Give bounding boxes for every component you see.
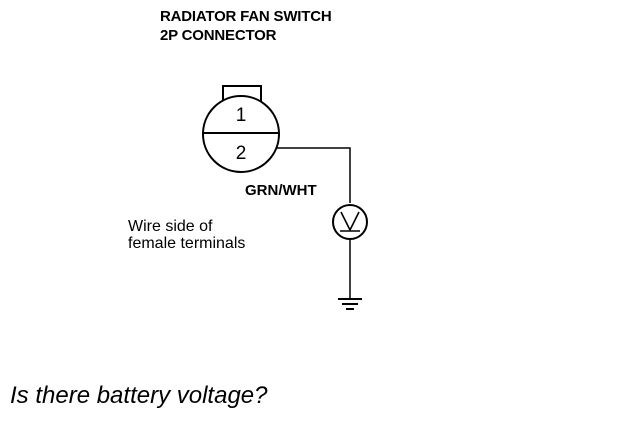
view-note-line-2: female terminals xyxy=(128,235,246,252)
test-question: Is there battery voltage? xyxy=(10,382,268,409)
ground-icon xyxy=(338,298,362,310)
terminal-1-label: 1 xyxy=(235,105,247,126)
wire-terminal-2 xyxy=(277,147,351,203)
connector-icon xyxy=(202,85,280,173)
view-note-line-1: Wire side of xyxy=(128,218,213,235)
connector-title-line-1: RADIATOR FAN SWITCH xyxy=(160,8,332,25)
wire-color-label: GRN/WHT xyxy=(245,182,317,199)
connector-title-line-2: 2P CONNECTOR xyxy=(160,27,277,44)
voltmeter-icon xyxy=(332,204,368,240)
connector-lock-tab xyxy=(222,85,262,101)
terminal-2-label: 2 xyxy=(235,143,247,164)
voltmeter-v-symbol xyxy=(340,211,360,232)
